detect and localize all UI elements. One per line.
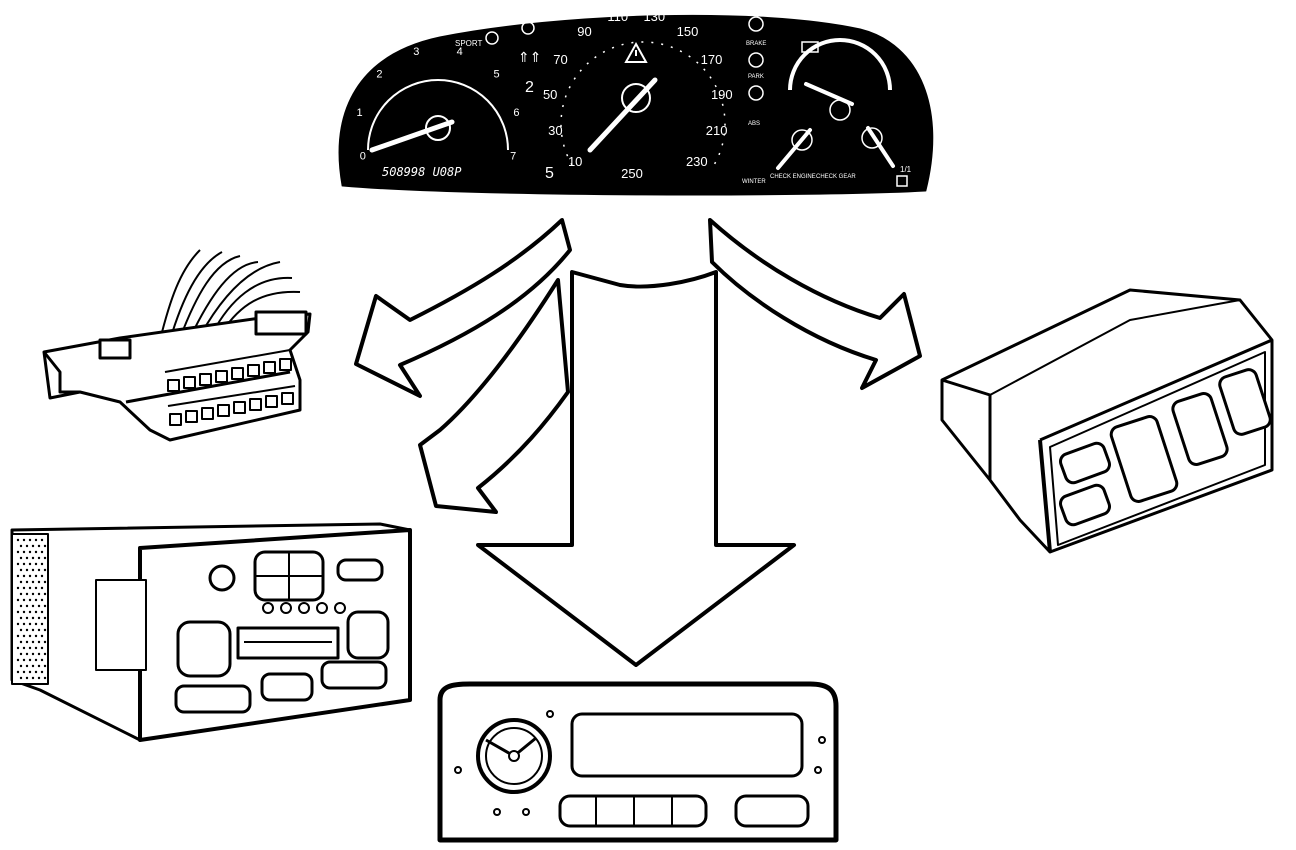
tach-tick-label: 4 bbox=[457, 46, 463, 58]
brake-lamp-icon bbox=[748, 16, 764, 32]
connector-pin bbox=[201, 407, 214, 420]
tach-tick-label: 0 bbox=[360, 150, 366, 162]
speed-tick-label: 90 bbox=[577, 24, 591, 39]
clock-set-button bbox=[734, 794, 810, 828]
tach-tick-label: 1 bbox=[357, 107, 363, 119]
preset-button bbox=[334, 602, 346, 614]
radio-bottom-button-mid bbox=[260, 672, 314, 702]
arrow-to-climate-panel bbox=[708, 218, 922, 390]
connector-pin bbox=[231, 367, 244, 380]
speed-tick-label: 50 bbox=[543, 87, 557, 102]
speed-tick-label: 110 bbox=[607, 9, 628, 24]
climate-temp-rocker bbox=[1218, 368, 1272, 436]
svg-text:2: 2 bbox=[525, 79, 534, 96]
right-indicator-lamps: BRAKE PARK ABS WINTER bbox=[742, 16, 819, 185]
connector-pin bbox=[279, 358, 292, 371]
svg-text:5: 5 bbox=[545, 165, 554, 182]
connector-pin bbox=[169, 413, 182, 426]
radio-bottom-button-right bbox=[320, 660, 388, 690]
svg-text:SPORT: SPORT bbox=[455, 39, 483, 48]
arrow-to-radio-unit bbox=[418, 278, 570, 514]
speed-tick-label: 170 bbox=[701, 52, 723, 67]
temp-gauge bbox=[791, 129, 813, 151]
connector-pin bbox=[217, 404, 230, 417]
fuel-pump-icon bbox=[896, 175, 908, 187]
climate-button-2 bbox=[1059, 483, 1111, 527]
radio-right-rocker bbox=[346, 610, 390, 660]
fuel-gauge bbox=[861, 127, 883, 149]
speed-tick-label: 210 bbox=[706, 123, 728, 138]
preset-button bbox=[262, 602, 274, 614]
connector-pin bbox=[185, 410, 198, 423]
arrow-to-clock-display bbox=[476, 270, 796, 667]
speed-tick-label: 10 bbox=[568, 154, 582, 169]
tach-tick-label: 5 bbox=[494, 69, 500, 81]
climate-panel-icon bbox=[940, 288, 1274, 554]
svg-text:CHECK ENGINE: CHECK ENGINE bbox=[770, 174, 816, 180]
svg-text:ABS: ABS bbox=[748, 121, 760, 127]
radio-vent-grille bbox=[11, 533, 49, 685]
preset-button bbox=[298, 602, 310, 614]
radio-unit-icon bbox=[10, 522, 412, 742]
climate-display bbox=[1109, 415, 1179, 503]
speed-tick-label: 190 bbox=[711, 87, 733, 102]
radio-bottom-button-left bbox=[174, 684, 252, 714]
speed-tick-label: 30 bbox=[548, 123, 562, 138]
connector-pin bbox=[233, 401, 246, 414]
abs-lamp-icon bbox=[748, 85, 764, 101]
svg-text:⇑⇑: ⇑⇑ bbox=[518, 49, 541, 65]
obd-connector-icon bbox=[42, 249, 312, 442]
tach-tick-label: 3 bbox=[413, 46, 419, 58]
right-gauges: 1/1 CHECK ENGINE CHECK GEAR bbox=[770, 38, 912, 187]
connector-pin bbox=[281, 392, 294, 405]
tach-tick-label: 6 bbox=[513, 107, 519, 119]
connector-pin bbox=[167, 379, 180, 392]
clock-display-icon bbox=[437, 681, 839, 843]
odometer-display: 508998 U08P bbox=[382, 165, 462, 179]
instrument-cluster-icon: 0 1 2 3 4 5 6 7 508998 U08P 10 30 50 70 90 110 130 150… bbox=[338, 9, 934, 196]
arrow-to-obd-connector bbox=[354, 218, 572, 398]
connector-pin bbox=[249, 398, 262, 411]
svg-text:CHECK GEAR: CHECK GEAR bbox=[816, 174, 856, 180]
tach-tick-label: 7 bbox=[510, 150, 516, 162]
preset-button bbox=[280, 602, 292, 614]
tach-tick-label: 2 bbox=[376, 69, 382, 81]
connector-pin bbox=[183, 376, 196, 389]
connector-pin bbox=[265, 395, 278, 408]
speed-tick-label: 250 bbox=[621, 166, 643, 181]
speed-tick-label: 150 bbox=[677, 24, 699, 39]
svg-text:WINTER: WINTER bbox=[742, 179, 766, 185]
connector-pin bbox=[199, 373, 212, 386]
park-lamp-icon bbox=[748, 52, 764, 68]
connector-pin bbox=[247, 364, 260, 377]
climate-button-1 bbox=[1059, 441, 1111, 485]
svg-text:1/1: 1/1 bbox=[900, 165, 912, 174]
arrow-icon bbox=[354, 218, 922, 667]
connector-pin bbox=[215, 370, 228, 383]
connector-pin bbox=[263, 361, 276, 374]
tachometer: 0 1 2 3 4 5 6 7 508998 U08P bbox=[357, 46, 520, 179]
radio-left-rocker bbox=[176, 620, 232, 678]
volume-knob bbox=[208, 564, 236, 592]
speed-tick-label: 70 bbox=[553, 52, 567, 67]
light-indicator-icon bbox=[521, 21, 535, 35]
svg-text:BRAKE: BRAKE bbox=[746, 41, 766, 47]
fog-light-icon bbox=[485, 31, 499, 45]
info-display-window bbox=[570, 712, 804, 778]
climate-fan-rocker bbox=[1171, 392, 1229, 466]
speed-tick-label: 130 bbox=[643, 9, 665, 24]
preset-button bbox=[316, 602, 328, 614]
left-indicator-lamps: SPORT ⇑⇑ 2 bbox=[455, 21, 541, 96]
speed-tick-label: 230 bbox=[686, 154, 708, 169]
svg-text:PARK: PARK bbox=[748, 74, 764, 80]
warning-triangle-icon bbox=[624, 41, 648, 63]
